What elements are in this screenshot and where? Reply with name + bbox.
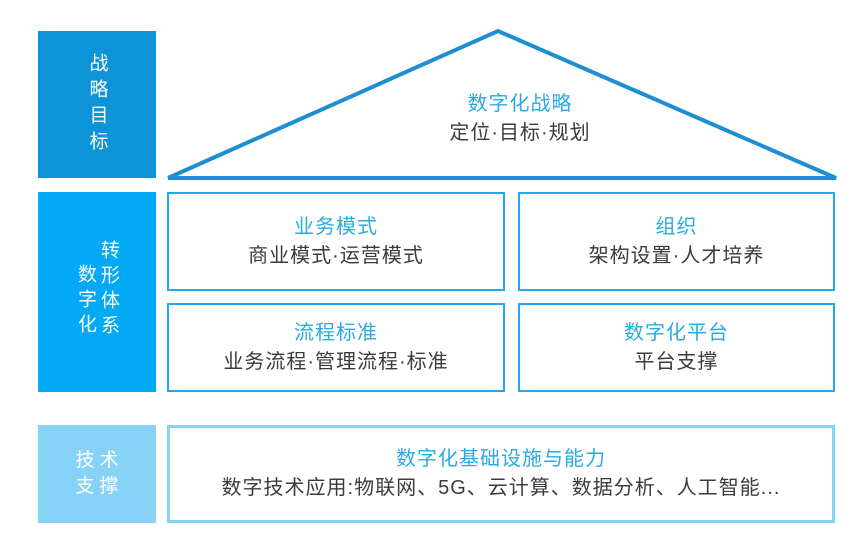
sidebar-block-technology-support: 技术 支撑 xyxy=(38,425,156,523)
roof-subtitle: 定位·目标·规划 xyxy=(449,122,591,144)
pillar-title-business-model: 业务模式 xyxy=(294,215,378,238)
foundation-title: 数字化基础设施与能力 xyxy=(396,448,606,470)
pillar-box-organization[interactable]: 组织 架构设置·人才培养 xyxy=(518,192,835,291)
pillar-box-process-standard[interactable]: 流程标准 业务流程·管理流程·标准 xyxy=(167,303,505,392)
sidebar-block-strategy-goal-label: 战略目标 xyxy=(86,52,108,157)
foundation-subtitle: 数字技术应用:物联网、5G、云计算、数据分析、人工智能... xyxy=(221,477,781,499)
pillar-title-digital-platform: 数字化平台 xyxy=(624,321,729,344)
foundation-box-digital-infrastructure[interactable]: 数字化基础设施与能力 数字技术应用:物联网、5G、云计算、数据分析、人工智能..… xyxy=(167,425,835,523)
pillar-subtitle-business-model: 商业模式·运营模式 xyxy=(248,244,424,267)
sidebar-block-transform-label-right: 转形体系 xyxy=(98,240,119,340)
pillar-title-organization: 组织 xyxy=(655,215,698,238)
sidebar-block-digital-transformation-system: 数字化 转形体系 xyxy=(38,192,156,392)
roof-title: 数字化战略 xyxy=(467,93,573,115)
pillar-subtitle-digital-platform: 平台支撑 xyxy=(634,350,719,373)
pillar-box-digital-platform[interactable]: 数字化平台 平台支撑 xyxy=(518,303,835,392)
pillar-subtitle-process-standard: 业务流程·管理流程·标准 xyxy=(223,350,449,373)
roof-triangle-icon xyxy=(167,28,837,180)
sidebar-block-tech-line1: 技术 xyxy=(75,450,124,472)
sidebar-block-tech-line2: 支撑 xyxy=(75,476,124,497)
pillar-subtitle-organization: 架构设置·人才培养 xyxy=(588,244,765,267)
pillar-title-process-standard: 流程标准 xyxy=(294,321,378,344)
pillar-box-business-model[interactable]: 业务模式 商业模式·运营模式 xyxy=(167,192,505,291)
sidebar-block-transform-label-left: 数字化 xyxy=(75,263,96,339)
roof-text-group: 数字化战略 定位·目标·规划 xyxy=(405,90,635,148)
sidebar-block-strategy-goal: 战略目标 xyxy=(38,31,156,178)
